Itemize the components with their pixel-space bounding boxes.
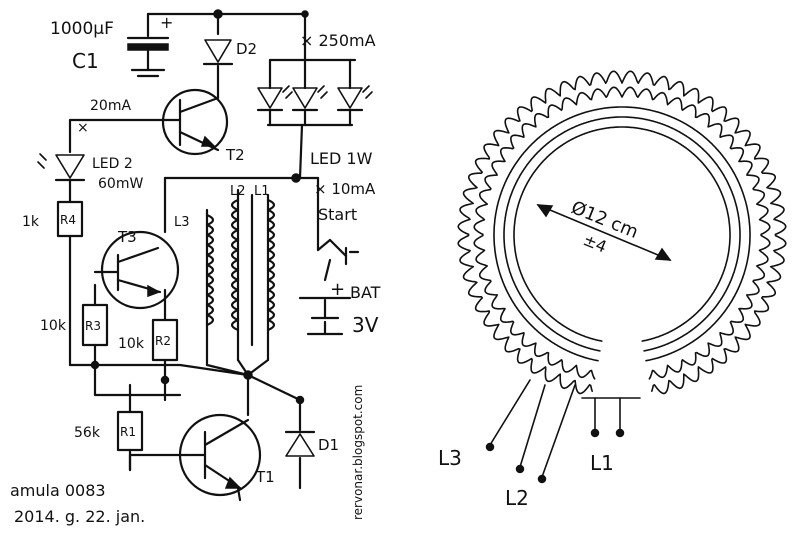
transistor-t1 [178, 413, 262, 497]
coil-winding-outer [457, 70, 787, 395]
d2-label: D2 [236, 40, 257, 58]
coil-l2-label: L2 [505, 486, 529, 510]
svg-text:×: × [77, 120, 89, 136]
author-label: amula 0083 [10, 481, 106, 500]
coil-l3-label: L3 [438, 446, 462, 470]
l1-label: L1 [254, 184, 270, 199]
l3-label: L3 [174, 215, 190, 230]
start-switch [328, 238, 360, 266]
l2-label: L2 [230, 184, 246, 199]
date-label: 2014. g. 22. jan. [14, 507, 145, 526]
r1-name-label: R1 [120, 425, 136, 439]
transformer-coils [205, 193, 276, 347]
coil-l1-label: L1 [590, 451, 614, 475]
c1-plus-sign: + [160, 13, 173, 32]
r3-name-label: R3 [85, 319, 101, 333]
battery [298, 296, 352, 336]
coil-turns-label: ±4 [581, 230, 610, 256]
battery-voltage-label: 3V [352, 313, 379, 337]
watermark-label: rervonar.blogspot.com [351, 385, 365, 520]
resistor-r2 [151, 318, 179, 362]
battery-name-label: BAT [350, 283, 381, 302]
r1-value-label: 56k [74, 425, 101, 441]
d1-label: D1 [318, 436, 339, 454]
c1-name-label: C1 [72, 49, 99, 73]
t1-label: T1 [255, 468, 275, 486]
t3-label: T3 [117, 228, 137, 246]
capacitor-c1 [126, 36, 170, 78]
coil-drawing [457, 70, 787, 395]
led2-name-label: LED 2 [92, 156, 133, 172]
start-label: Start [318, 205, 357, 224]
led2-power-label: 60mW [98, 176, 143, 192]
schematic-wires [68, 12, 357, 502]
start-current-label: × 10mA [314, 180, 376, 198]
transistor-t2 [161, 88, 229, 156]
r2-name-label: R2 [155, 334, 171, 348]
led-2: × [37, 120, 89, 182]
transistor-t3 [93, 230, 180, 310]
t2-label: T2 [225, 146, 245, 164]
coil-winding-inner [513, 126, 731, 342]
coil-winding-inner [503, 116, 741, 352]
led-1w-current-label: × 250mA [300, 31, 376, 50]
led2-current-label: 20mA [90, 98, 131, 114]
coil-leads [485, 379, 641, 484]
resistor-r3 [81, 303, 109, 347]
resistor-r1 [116, 410, 144, 452]
r2-value-label: 10k [118, 336, 145, 352]
battery-plus-sign: + [330, 279, 345, 300]
r4-name-label: R4 [60, 213, 76, 227]
diode-d2 [202, 39, 234, 66]
r3-value-label: 10k [40, 318, 67, 334]
c1-value-label: 1000μF [50, 19, 114, 39]
coil-diameter-arrow [536, 204, 672, 261]
resistor-r4 [56, 200, 84, 238]
coil-winding-inner [493, 106, 751, 362]
r4-value-label: 1k [22, 214, 40, 230]
diode-d1 [284, 430, 316, 457]
coil-winding-outer [473, 86, 771, 380]
led-1w-name-label: LED 1W [310, 149, 373, 168]
led-1w-array [256, 85, 373, 112]
junction-dots [90, 9, 309, 405]
